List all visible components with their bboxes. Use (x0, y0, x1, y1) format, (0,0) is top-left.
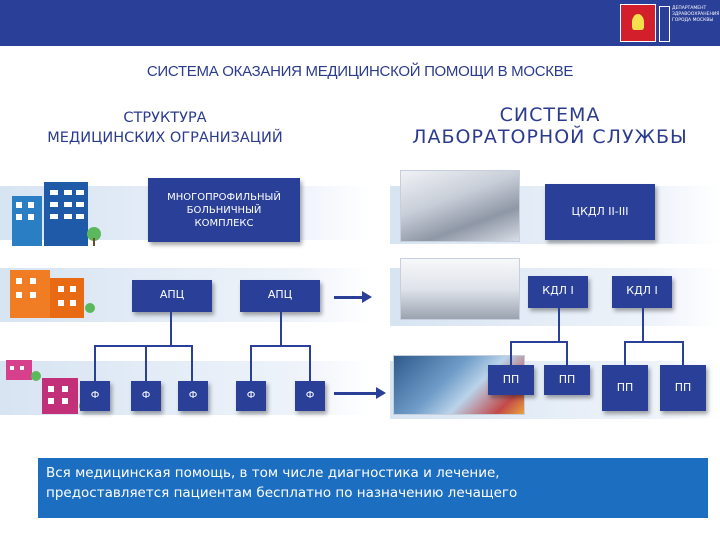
connector-line (566, 341, 568, 365)
lab-automation-photo (400, 170, 520, 242)
pp-box: ПП (602, 365, 648, 411)
footer-line2: предоставляется пациентам бесплатно по н… (46, 485, 518, 501)
connector-line (558, 308, 560, 342)
hospital-box-line1: МНОГОПРОФИЛЬНЫЙ (167, 191, 281, 203)
apc-box: АПЦ (132, 280, 212, 312)
connector-line (510, 341, 512, 365)
f-box: Ф (236, 381, 266, 411)
connector-line (280, 312, 282, 346)
header-bar (0, 0, 720, 46)
connector-line (250, 345, 252, 381)
footer-line1: Вся медицинская помощь, в том числе диаг… (46, 465, 500, 481)
kdl-box: КДЛ I (528, 276, 588, 308)
connector-line (309, 345, 311, 381)
hospital-complex-box: МНОГОПРОФИЛЬНЫЙ БОЛЬНИЧНЫЙ КОМПЛЕКС (148, 178, 300, 242)
department-badge-text: ДЕПАРТАМЕНТ ЗДРАВООХРАНЕНИЯ ГОРОДА МОСКВ… (672, 6, 720, 23)
connector-line (250, 345, 310, 347)
f-box: Ф (80, 381, 110, 411)
arrow-right-icon (362, 291, 372, 303)
pp-box: ПП (488, 365, 534, 395)
left-heading-line2: МЕДИЦИНСКИХ ОГРАНИЗАЦИЙ (47, 130, 283, 146)
connector-line (510, 341, 568, 343)
f-box: Ф (295, 381, 325, 411)
clinic-building-icon (6, 360, 89, 414)
ckdl-box: ЦКДЛ II-III (545, 184, 655, 240)
hospital-box-line2: БОЛЬНИЧНЫЙ (186, 204, 262, 216)
left-column-heading: СТРУКТУРА МЕДИЦИНСКИХ ОГРАНИЗАЦИЙ (0, 108, 330, 148)
pp-box: ПП (544, 365, 590, 395)
apc-box: АПЦ (240, 280, 320, 312)
moscow-coat-of-arms-logo (620, 4, 656, 42)
arrow-right-icon (334, 392, 378, 395)
connector-line (624, 341, 684, 343)
connector-line (94, 345, 96, 381)
hospital-box-line3: КОМПЛЕКС (194, 217, 254, 229)
footer-text: Вся медицинская помощь, в том числе диаг… (46, 463, 686, 503)
right-heading-line1: СИСТЕМА (499, 104, 601, 126)
connector-line (145, 345, 147, 381)
connector-line (94, 345, 192, 347)
connector-line (191, 345, 193, 381)
arrow-right-icon (376, 387, 386, 399)
lab-room-photo (400, 258, 520, 320)
f-box: Ф (178, 381, 208, 411)
connector-line (624, 341, 626, 365)
connector-line (642, 308, 644, 342)
right-heading-line2: ЛАБОРАТОРНОЙ СЛУЖБЫ (412, 126, 688, 148)
department-logo-mark (659, 6, 670, 42)
polyclinic-building-icon (10, 270, 95, 318)
right-column-heading: СИСТЕМА ЛАБОРАТОРНОЙ СЛУЖБЫ (390, 104, 710, 148)
left-heading-line1: СТРУКТУРА (123, 110, 207, 126)
connector-line (170, 312, 172, 346)
hospital-building-icon (12, 182, 101, 246)
pp-box: ПП (660, 365, 706, 411)
footer-banner (38, 456, 708, 518)
f-box: Ф (131, 381, 161, 411)
arrow-right-icon (334, 296, 364, 299)
connector-line (682, 341, 684, 365)
kdl-box: КДЛ I (612, 276, 672, 308)
slide-title: СИСТЕМА ОКАЗАНИЯ МЕДИЦИНСКОЙ ПОМОЩИ В МО… (146, 63, 574, 80)
